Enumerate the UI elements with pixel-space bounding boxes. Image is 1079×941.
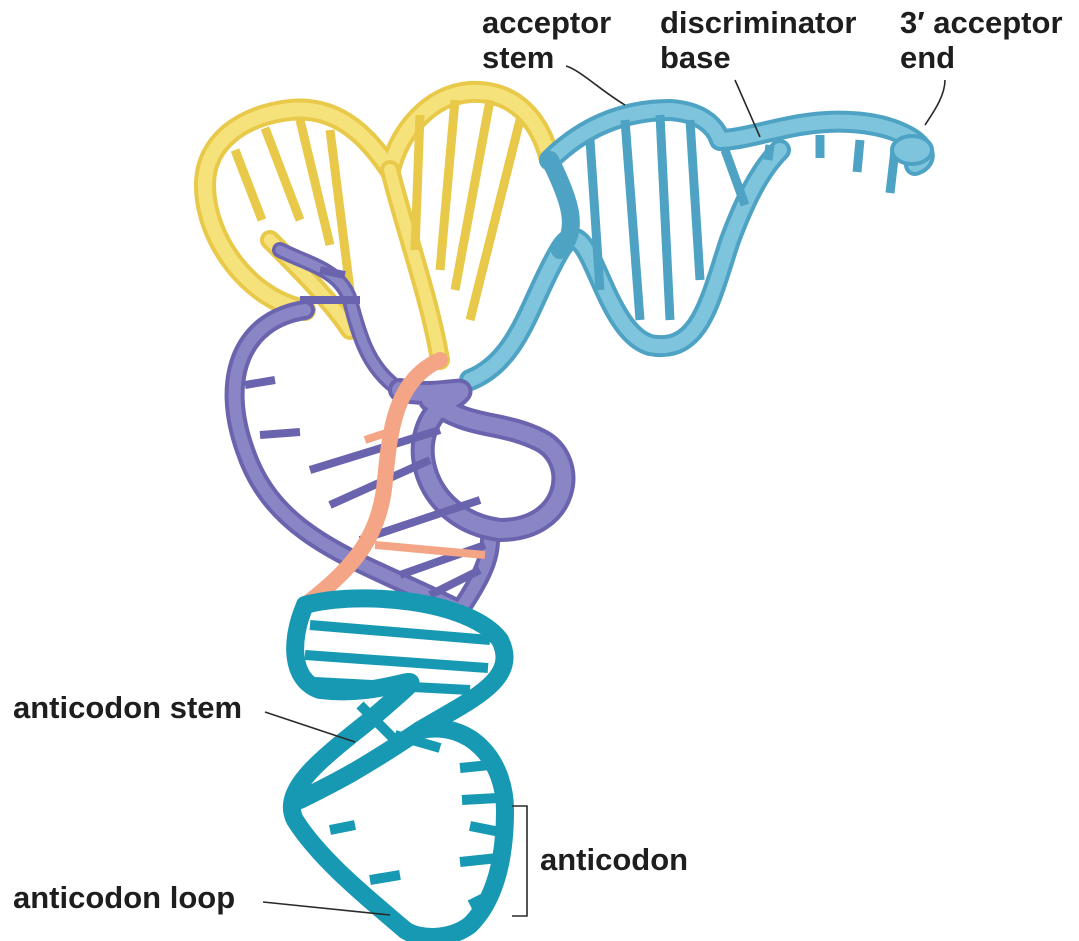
acceptor-end-leader bbox=[925, 80, 945, 125]
acceptor-cross-strand bbox=[550, 160, 571, 250]
acceptor-stem-leader bbox=[566, 66, 625, 105]
acceptor-end-cap bbox=[892, 136, 932, 164]
anticodon-stem-label: anticodon stem bbox=[13, 690, 242, 725]
acceptor-end-label-line1: 3′ acceptor bbox=[900, 5, 1063, 40]
anticodon-arm bbox=[292, 598, 505, 937]
anticodon-label: anticodon bbox=[540, 842, 688, 877]
acceptor-stem-label-line1: acceptor bbox=[482, 5, 611, 40]
discriminator-base-label-line2: base bbox=[660, 40, 731, 75]
anticodon-bracket bbox=[512, 806, 527, 916]
yellow-rungs bbox=[235, 100, 520, 320]
acceptor-end-label-line2: end bbox=[900, 40, 955, 75]
acceptor-stem-label-line2: stem bbox=[482, 40, 554, 75]
discriminator-base-label-line1: discriminator bbox=[660, 5, 856, 40]
acceptor-outer-strand bbox=[550, 110, 924, 165]
anticodon-stem-leader bbox=[265, 712, 355, 742]
anticodon-loop-label: anticodon loop bbox=[13, 880, 235, 915]
